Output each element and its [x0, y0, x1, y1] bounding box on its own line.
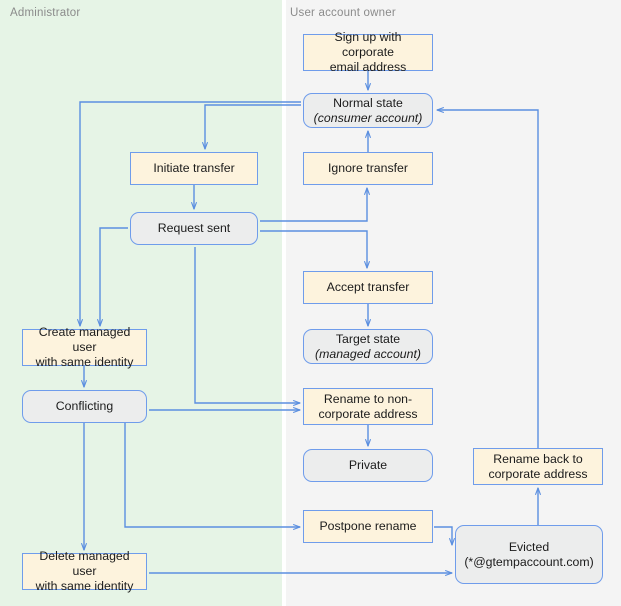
node-label-primary: Normal state — [333, 95, 403, 110]
node-label-primary: Rename to non- — [323, 391, 413, 406]
node-ignore-transfer[interactable]: Ignore transfer — [303, 152, 433, 185]
connector-e-postpone-evicted — [434, 526, 455, 546]
node-label-primary: Delete managed user — [39, 549, 130, 578]
node-request-sent[interactable]: Request sent — [130, 212, 258, 245]
node-label-primary: Conflicting — [55, 399, 114, 413]
node-label-primary: Sign up with corporate — [334, 30, 402, 59]
node-label-primary: Postpone rename — [319, 519, 417, 533]
connector-e-request-rename — [194, 247, 301, 406]
swimlane-label-user-account-owner: User account owner — [290, 7, 396, 19]
node-label-secondary: (*@gtempaccount.com) — [464, 554, 594, 569]
node-label-secondary: corporate address — [318, 406, 418, 421]
node-label-primary: Create managed user — [38, 325, 131, 354]
node-label-primary: Request sent — [157, 221, 231, 235]
connector-e-request-accept — [260, 230, 370, 269]
node-rename-to-non-corp[interactable]: Rename to non-corporate address — [303, 388, 433, 425]
connector-e-conflicting-postpone — [124, 423, 301, 530]
node-initiate-transfer[interactable]: Initiate transfer — [130, 152, 258, 185]
node-label-secondary: with same identity — [35, 355, 134, 369]
node-private[interactable]: Private — [303, 449, 433, 482]
node-normal-state[interactable]: Normal state(consumer account) — [303, 93, 433, 128]
connector-e-request-ignore — [260, 187, 370, 222]
node-label-primary: Initiate transfer — [153, 161, 235, 175]
node-label-primary: Evicted — [508, 539, 550, 554]
node-label-primary: Private — [348, 458, 388, 472]
node-label-primary: Accept transfer — [326, 280, 410, 294]
connector-e-renameback-normal — [436, 107, 539, 448]
node-conflicting[interactable]: Conflicting — [22, 390, 147, 423]
connector-e-request-create — [97, 227, 128, 327]
node-label-primary: Rename back to — [493, 451, 583, 466]
swimlane-administrator — [0, 0, 282, 606]
node-label-primary: Target state — [335, 331, 401, 346]
swimlane-label-administrator: Administrator — [10, 7, 81, 19]
node-label-secondary: corporate address — [488, 466, 588, 481]
node-evicted[interactable]: Evicted(*@gtempaccount.com) — [455, 525, 603, 584]
node-postpone-rename[interactable]: Postpone rename — [303, 510, 433, 543]
node-target-state[interactable]: Target state(managed account) — [303, 329, 433, 364]
node-label-primary: Ignore transfer — [328, 161, 408, 175]
node-accept-transfer[interactable]: Accept transfer — [303, 271, 433, 304]
node-label-secondary: with same identity — [35, 579, 134, 593]
node-label-secondary: (managed account) — [315, 346, 421, 361]
node-label-secondary: email address — [329, 60, 407, 74]
connector-e-normal-initiate — [202, 104, 301, 150]
node-label-secondary: (consumer account) — [313, 110, 423, 125]
connector-e-normal-create — [77, 101, 301, 327]
